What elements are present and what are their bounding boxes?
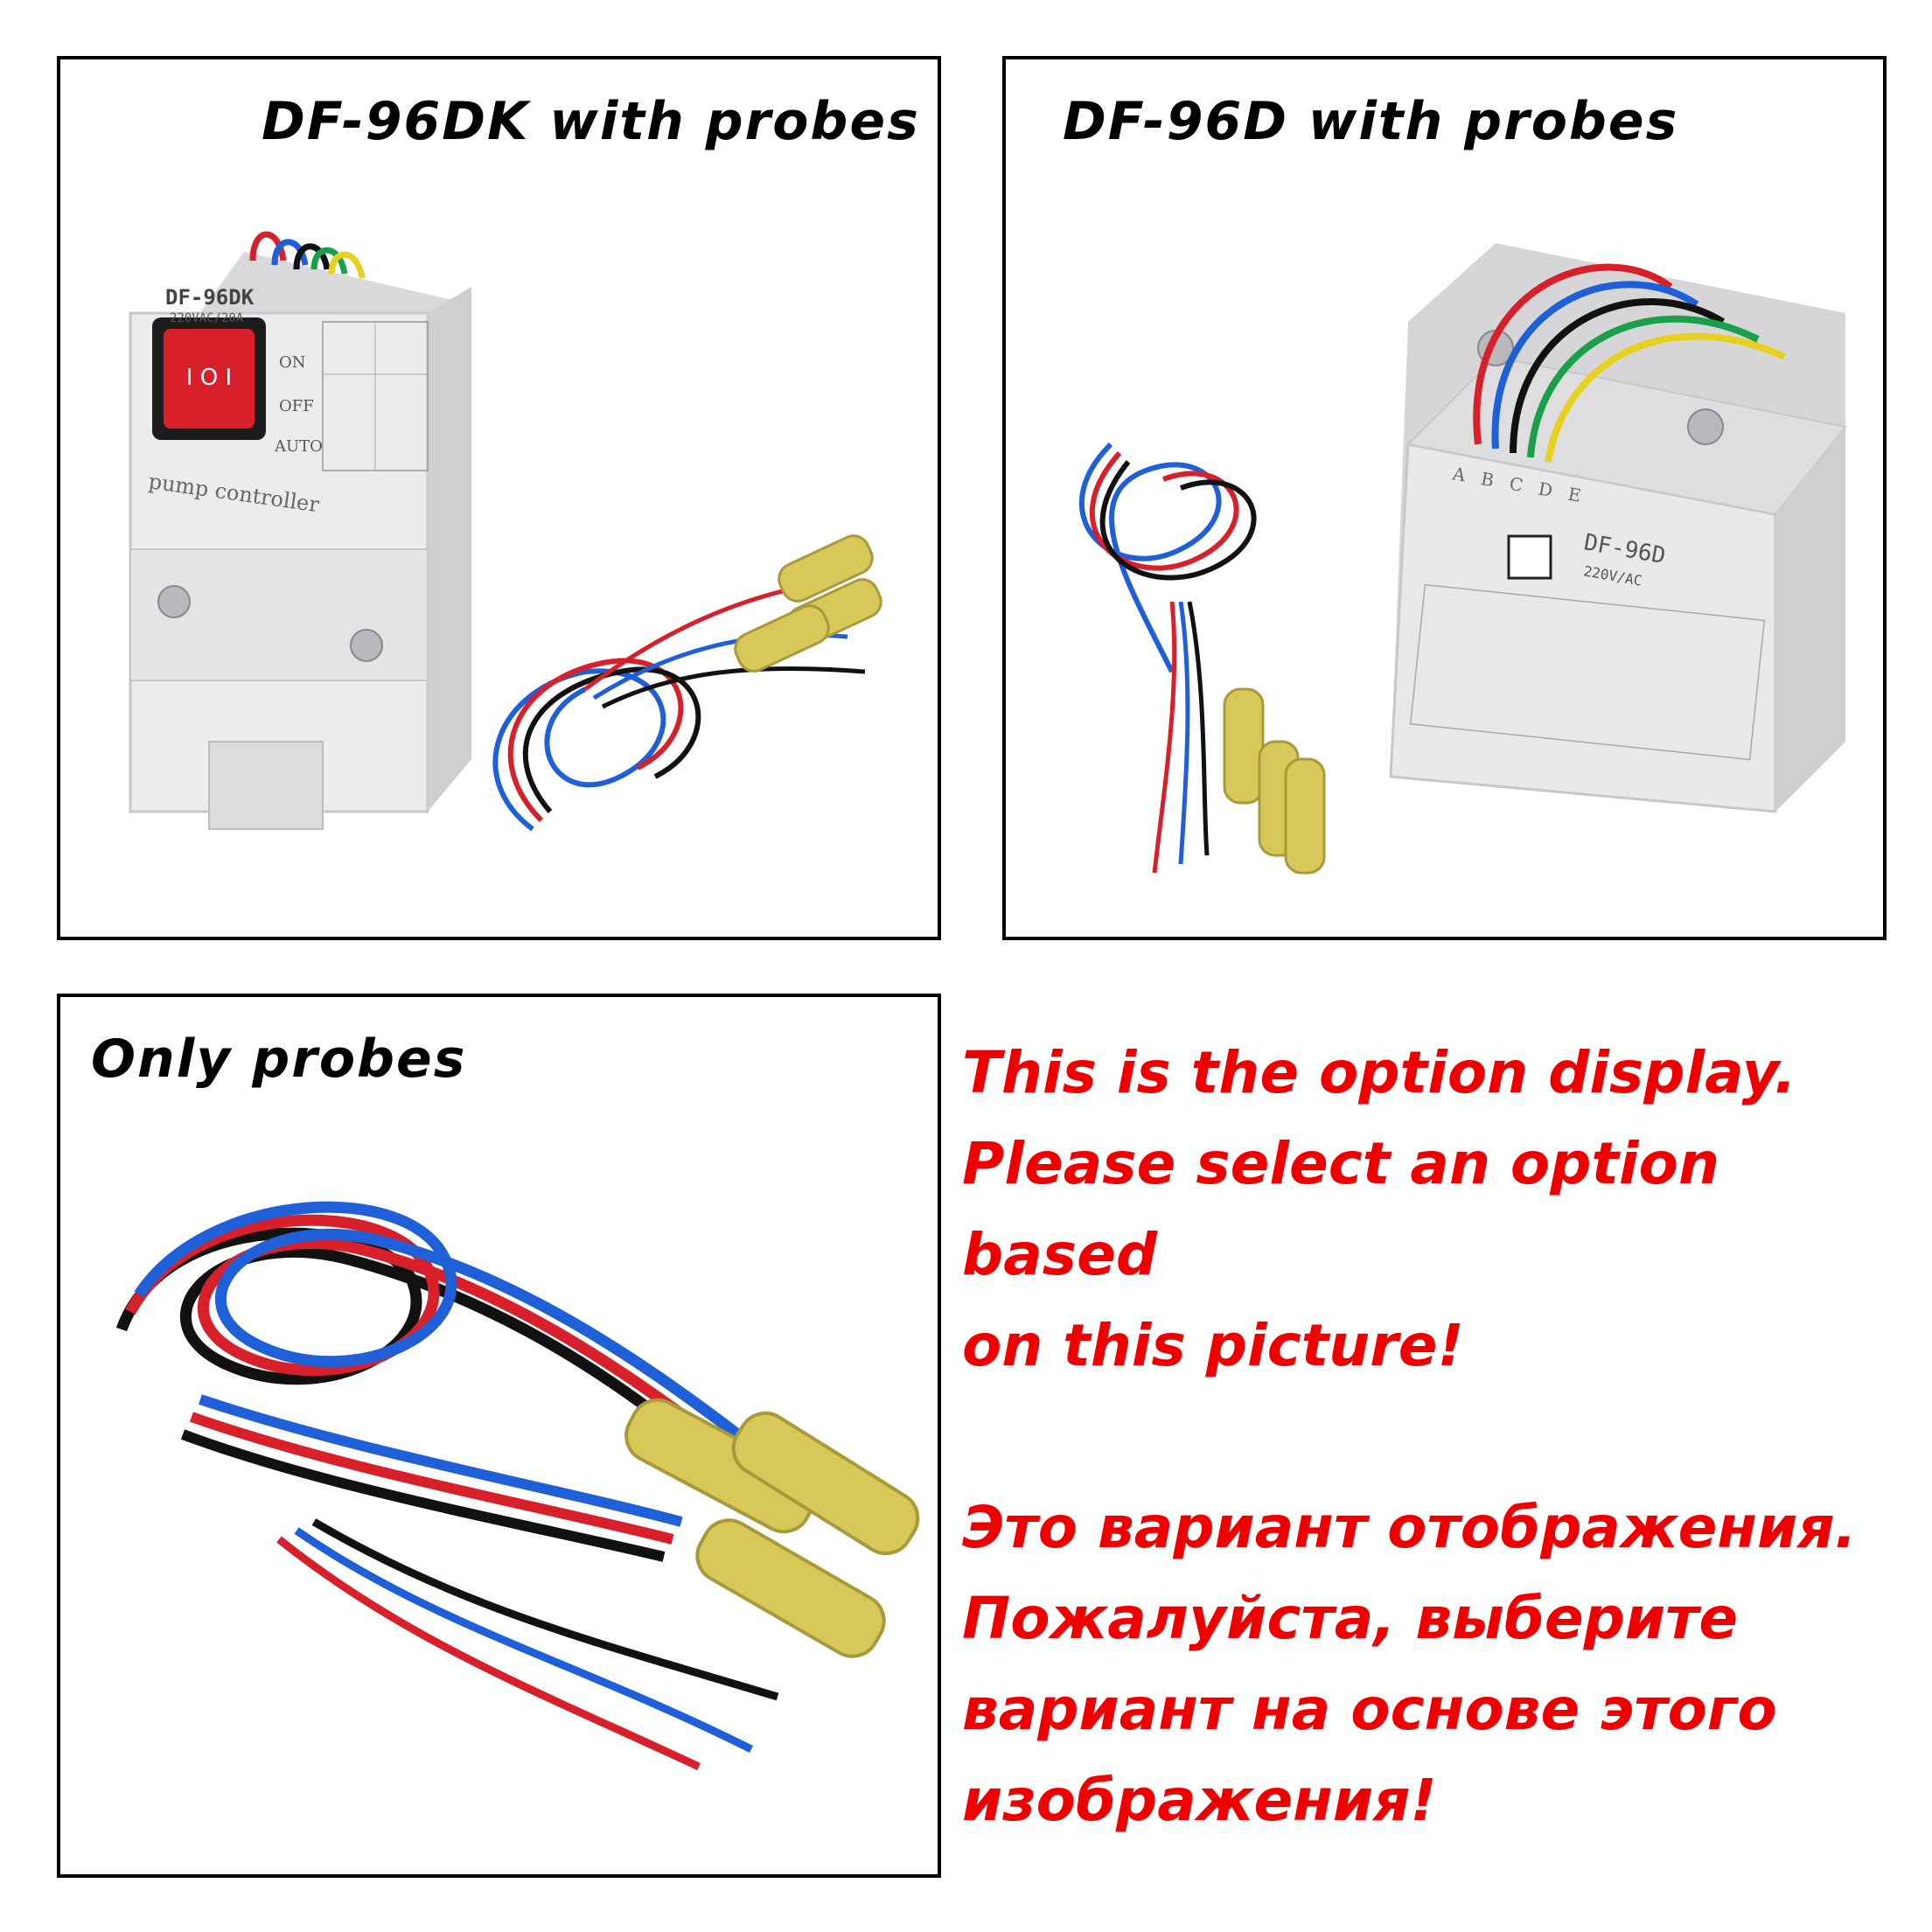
note-line-ru: Это вариант отображения. [962, 1494, 1857, 1561]
probes-product-image [115, 1201, 920, 1771]
option-note: This is the option display. Please selec… [962, 1028, 1924, 1846]
note-spacer [962, 1391, 1924, 1482]
probe [778, 534, 874, 603]
svg-text:I O I: I O I [186, 365, 232, 391]
probe [695, 1518, 886, 1658]
panel-title: Only probes [91, 1029, 467, 1090]
option-panel-only-probes[interactable]: Only probes [57, 994, 941, 1878]
rocker-switch [164, 329, 255, 429]
device-rating: 220VAC/20A [170, 311, 244, 325]
panel-title: DF-96D with probes [1063, 91, 1679, 152]
df96dk-product-image: I O I DF-96DK 220VAC/20A ON OFF AUTO pum… [129, 231, 882, 832]
note-line-ru: изображения! [962, 1767, 1437, 1834]
note-line-ru: Пожалуйста, выберите [962, 1585, 1739, 1652]
probe [731, 1411, 920, 1556]
probe [1284, 757, 1326, 875]
note-line-ru: вариант на основе этого [962, 1676, 1777, 1743]
probe [1223, 687, 1265, 805]
probe [734, 604, 830, 673]
option-panel-df96d[interactable]: DF-96D with probes A B C D E DF-96D 220V… [1002, 56, 1887, 940]
note-line-en: on this picture! [962, 1312, 1464, 1379]
switch-label-on: ON [279, 353, 306, 372]
note-line-en: This is the option display. [962, 1039, 1796, 1106]
option-panel-df96dk[interactable]: DF-96DK with probes I O I DF-96DK 220VAC… [57, 56, 941, 940]
switch-label-off: OFF [279, 397, 314, 415]
note-line-en: Please select an option based [962, 1130, 1719, 1288]
df96d-product-image: A B C D E DF-96D 220V/AC [1078, 243, 1847, 875]
switch-label-auto: AUTO [274, 437, 323, 456]
device-model-label: DF-96DK [165, 285, 255, 310]
panel-title: DF-96DK with probes [262, 91, 920, 152]
